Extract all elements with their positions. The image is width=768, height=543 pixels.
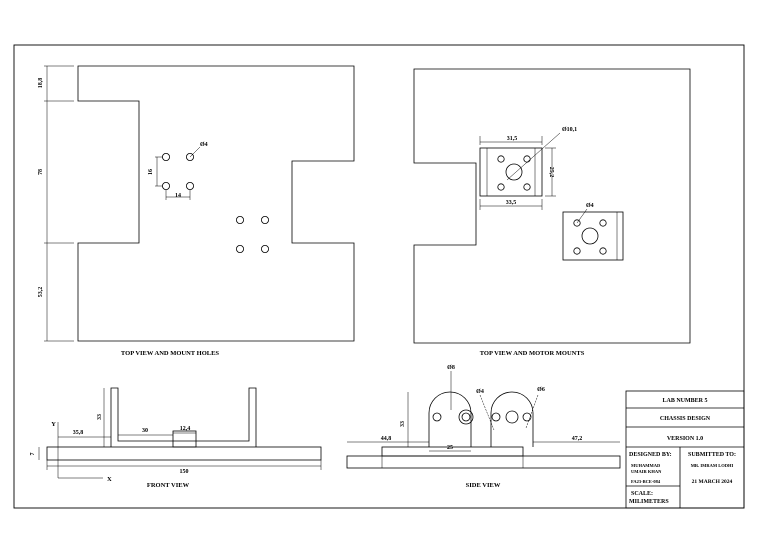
motor-bore [505,163,523,181]
chassis-outline-right [413,68,691,344]
designer-name-line2: UMAIR KHAN [631,469,662,474]
dim-18-8: 18,8 [38,78,44,89]
title-block [625,390,745,509]
submission-date: 21 MARCH 2024 [692,479,733,485]
lab-number: LAB NUMBER 5 [662,398,707,404]
dim-right-offset: 47,2 [572,436,583,442]
side-base [346,455,621,469]
dim-bottom-width: 33,5 [506,200,517,206]
mount-hole [185,181,194,190]
dim-offset: 35,8 [73,430,84,436]
dim-thickness: 7 [30,453,36,456]
dim-spacing-h: 14 [175,193,181,199]
dim-gap: 30 [142,428,148,434]
version: VERSION 1.0 [667,436,703,442]
dim-bore: Ø10,1 [562,127,577,133]
axis-y-label: Y [51,421,56,428]
dim-side-height: 33 [400,421,406,427]
top-view-mount-holes [44,65,355,342]
dim-spacing-v: 16 [148,169,154,175]
dim-hole-dia: Ø4 [200,142,208,148]
dim-height: 25,2 [548,167,554,178]
chassis-outline-left [77,65,355,342]
front-block [172,430,197,448]
mount-hole [235,215,244,224]
caption-top-motor-mounts: TOP VIEW AND MOTOR MOUNTS [480,350,585,357]
designed-by-label: DESIGNED BY: [629,452,672,458]
front-bracket [110,387,257,447]
dim-left-offset: 44,8 [381,436,392,442]
base-plate [46,446,322,461]
mount-hole [235,244,244,253]
mount-hole [260,244,269,253]
dim-dia-right: Ø6 [537,387,545,393]
caption-side-view: SIDE VIEW [466,482,501,489]
caption-front-view: FRONT VIEW [147,482,190,489]
submitted-to-name: MR. IMRAM LODHI [691,463,734,468]
side-view [346,371,621,469]
dim-mount-hole-dia: Ø4 [586,203,594,209]
axis-x-label: X [107,476,112,483]
mount-hole [260,215,269,224]
front-view [38,387,322,479]
submitted-to-label: SUBMITTED TO: [688,452,736,458]
caption-top-mount-holes: TOP VIEW AND MOUNT HOLES [121,350,220,357]
dim-top-width: 31,5 [507,136,518,142]
dim-block-width: 12,4 [180,426,191,432]
registration-number: FA23-BCE-084 [631,479,661,484]
dim-dia-left: Ø4 [476,389,484,395]
dim-wall-height: 33 [97,414,103,420]
side-mount-left [428,391,472,447]
drawing-title: CHASSIS DESIGN [660,416,711,422]
mount-hole [161,152,170,161]
dim-mid: 25 [447,445,453,451]
mount-hole [161,181,170,190]
motor-mount-2 [562,211,624,261]
mount-hole [185,152,194,161]
designer-name-line1: MUHAMMAD [631,463,661,468]
scale-label: SCALE: [631,491,653,497]
dim-length: 150 [180,469,189,475]
dim-dia-top: Ø8 [447,365,455,371]
sheet-border [13,44,745,509]
motor-bore [581,227,599,245]
dim-53-2: 53,2 [38,287,44,298]
side-mount-right [490,391,534,447]
scale-value: MILIMETERS [629,499,669,505]
side-plate [381,446,524,457]
top-view-motor-mounts [413,68,691,344]
dim-78: 78 [38,169,44,175]
motor-mount-1 [479,147,543,197]
